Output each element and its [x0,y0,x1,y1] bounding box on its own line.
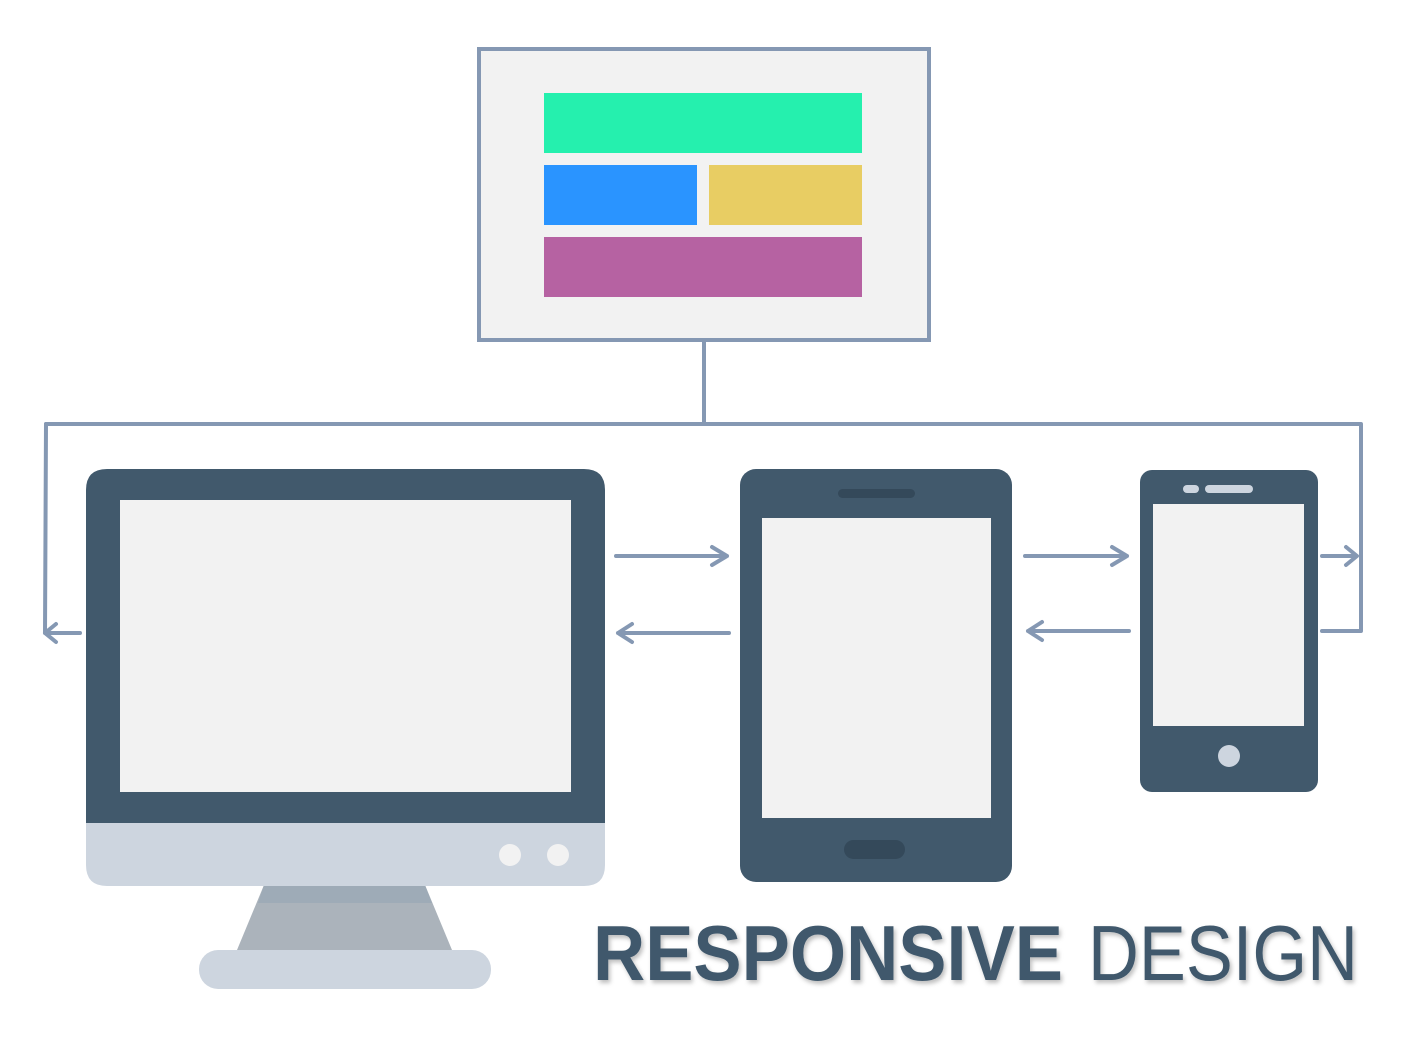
connector-lines [43,340,1363,644]
header-block [544,93,862,153]
smartphone-icon [1140,470,1318,792]
tablet-icon [740,469,1012,882]
arrow-right-icon [614,545,729,567]
title-bold: RESPONSIVE [593,909,1063,997]
arrow-left-icon [616,622,731,644]
arrow-left-icon [1026,620,1131,642]
title-regular: DESIGN [1088,909,1358,997]
diagram-title: RESPONSIVE DESIGN [593,909,1358,997]
desktop-monitor-icon [86,469,605,989]
sidebar-block [544,165,697,225]
arrow-right-icon [1023,545,1129,567]
content-block [709,165,862,225]
layout-wireframe [477,47,931,342]
footer-block [544,237,862,297]
